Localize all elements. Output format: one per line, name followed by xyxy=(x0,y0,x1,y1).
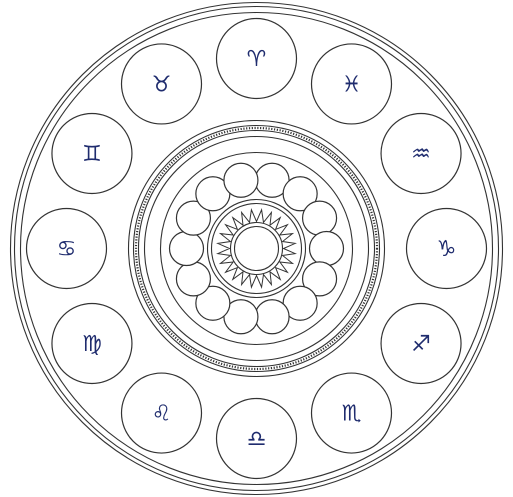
zodiac-cell-pisces: ♓ xyxy=(312,44,392,124)
rosette-ring-outer xyxy=(208,200,306,298)
zodiac-cell-aries: ♈ xyxy=(217,19,297,99)
rosette-center xyxy=(235,227,279,271)
cancer-icon: ♋ xyxy=(57,237,77,262)
scorpio-icon: ♏ xyxy=(342,402,362,427)
inner-cell xyxy=(224,163,258,197)
rosette-ring-2 xyxy=(212,204,302,294)
zodiac-cell-taurus: ♉ xyxy=(122,44,202,124)
aquarius-icon: ♒ xyxy=(411,142,431,167)
inner-cell xyxy=(170,232,204,266)
inner-cells xyxy=(170,163,344,333)
inner-cell xyxy=(303,201,337,235)
center-rosette xyxy=(208,200,306,298)
middle-ring-1 xyxy=(129,121,385,377)
virgo-icon: ♍ xyxy=(82,332,102,357)
zodiac-cell-libra: ♎ xyxy=(217,399,297,479)
zodiac-cell-capricorn: ♑ xyxy=(407,209,487,289)
inner-cell xyxy=(255,300,289,334)
libra-icon: ♎ xyxy=(247,427,267,452)
rosette-ring-inner xyxy=(231,223,283,275)
zodiac-cells: ♈ ♓ ♒ ♑ ♐ ♏ ♎ ♌ ♍ ♋ ♊ ♉ xyxy=(27,19,487,479)
leo-icon: ♌ xyxy=(152,402,172,427)
inner-cell xyxy=(310,232,344,266)
capricorn-icon: ♑ xyxy=(437,237,457,262)
taurus-icon: ♉ xyxy=(152,72,172,97)
zodiac-cell-leo: ♌ xyxy=(122,373,202,453)
zodiac-cell-cancer: ♋ xyxy=(27,209,107,289)
pisces-icon: ♓ xyxy=(342,72,362,97)
gemini-icon: ♊ xyxy=(82,142,102,167)
sagittarius-icon: ♐ xyxy=(411,332,431,357)
zodiac-cell-scorpio: ♏ xyxy=(312,373,392,453)
zodiac-cell-gemini: ♊ xyxy=(52,114,132,194)
zodiac-cell-aquarius: ♒ xyxy=(381,114,461,194)
middle-rings xyxy=(129,121,385,377)
aries-icon: ♈ xyxy=(247,47,267,72)
inner-cell xyxy=(176,262,210,296)
rosette-petals xyxy=(218,210,295,287)
zodiac-cell-sagittarius: ♐ xyxy=(381,304,461,384)
zodiac-cell-virgo: ♍ xyxy=(52,304,132,384)
